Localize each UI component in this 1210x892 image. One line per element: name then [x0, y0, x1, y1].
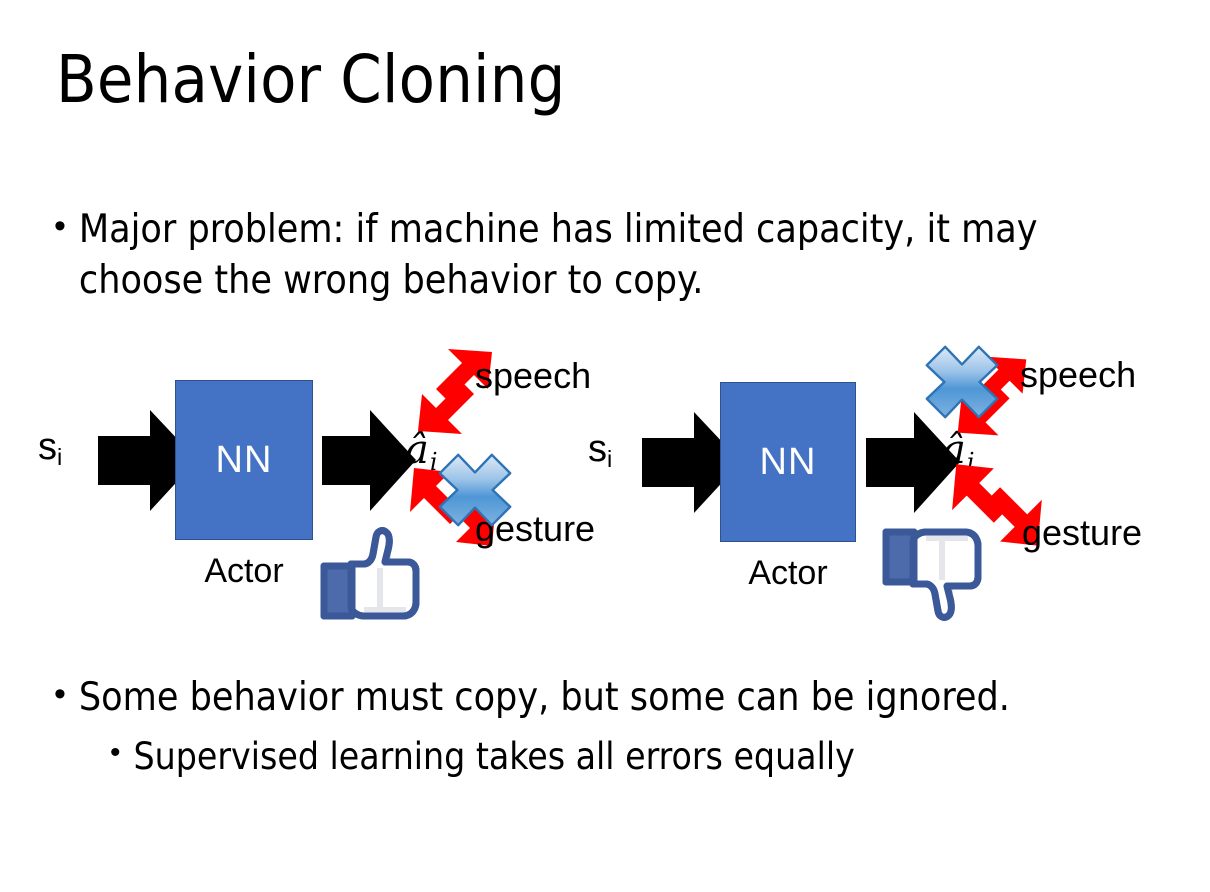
state-label-left: si: [38, 426, 63, 471]
bullet-some-behavior: • Some behavior must copy, but some can …: [54, 672, 1174, 723]
actor-label-right: Actor: [748, 554, 828, 592]
bullet-supervised-learning: • Supervised learning takes all errors e…: [110, 733, 1170, 782]
bullet-major-problem: • Major problem: if machine has limited …: [54, 204, 1144, 307]
diagram-positive-example: si NN Actor âi speech: [20, 330, 620, 630]
branch-label-speech-left: speech: [475, 355, 592, 396]
nn-box-left: NN: [175, 380, 313, 540]
branch-label-gesture-right: gesture: [1022, 512, 1143, 553]
bullet-marker-icon: •: [110, 736, 121, 769]
bullet-some-behavior-text: Some behavior must copy, but some can be…: [78, 675, 1010, 720]
output-arrow-icon-right: [866, 412, 960, 513]
nn-box-right: NN: [720, 382, 856, 542]
bullet-marker-icon: •: [54, 675, 66, 713]
nn-box-label-left: NN: [215, 438, 273, 481]
input-arrow-icon-left: [98, 410, 197, 511]
bullet-major-problem-text: Major problem: if machine has limited ca…: [78, 207, 1038, 304]
thumbs-up-icon: [320, 527, 420, 620]
branch-label-speech-right: speech: [1020, 354, 1137, 395]
bullet-marker-icon: •: [54, 207, 66, 245]
output-symbol-right: âi: [942, 427, 975, 477]
output-symbol-left: âi: [405, 427, 438, 477]
branch-arrow-gesture-right: [952, 464, 1042, 546]
input-arrow-icon-right: [642, 412, 741, 513]
bullet-supervised-learning-text: Supervised learning takes all errors equ…: [133, 735, 855, 778]
output-arrow-icon-left: [322, 410, 416, 511]
actor-label-left: Actor: [204, 552, 284, 590]
cross-out-icon-speech-right: [925, 345, 999, 419]
nn-box-label-right: NN: [759, 440, 817, 483]
page-title: Behavior Cloning: [56, 41, 566, 118]
branch-arrow-speech-left: [418, 349, 492, 434]
diagram-negative-example: si NN Actor âi speech: [570, 330, 1190, 630]
state-label-right: si: [588, 428, 613, 473]
cross-out-icon-gesture-left: [438, 453, 512, 527]
thumbs-down-icon: [882, 528, 982, 621]
